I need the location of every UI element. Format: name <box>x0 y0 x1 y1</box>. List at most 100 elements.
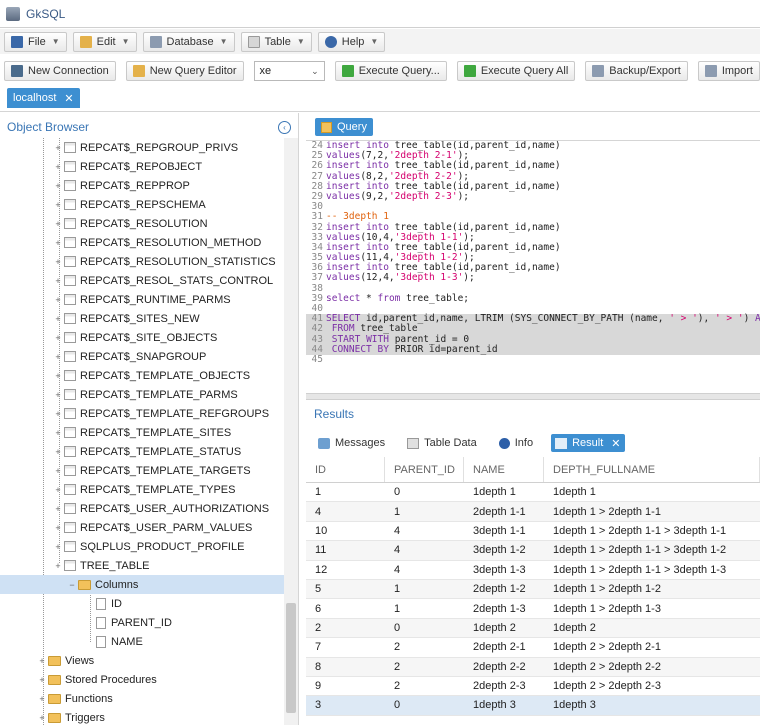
tree-item-folder[interactable]: +Triggers <box>0 708 284 725</box>
tree-item-table[interactable]: +REPCAT$_SITES_NEW <box>0 309 284 328</box>
tab-localhost[interactable]: localhost ✕ <box>7 88 80 108</box>
tree-item-table[interactable]: +REPCAT$_TEMPLATE_PARMS <box>0 385 284 404</box>
code-line[interactable]: 38 <box>306 283 760 294</box>
tree-item-columns-folder[interactable]: −Columns <box>0 575 284 594</box>
expand-icon[interactable]: + <box>55 465 61 476</box>
tree-item-table[interactable]: +REPCAT$_RUNTIME_PARMS <box>0 290 284 309</box>
expand-icon[interactable]: + <box>55 560 61 571</box>
expand-icon[interactable]: + <box>39 712 45 723</box>
tree-item-table[interactable]: +REPCAT$_USER_AUTHORIZATIONS <box>0 499 284 518</box>
expand-icon[interactable]: + <box>55 180 61 191</box>
column-header-name[interactable]: NAME <box>464 457 544 482</box>
tab-messages[interactable]: Messages <box>314 434 389 452</box>
expand-icon[interactable]: + <box>55 370 61 381</box>
expand-icon[interactable]: + <box>39 655 45 666</box>
collapse-icon[interactable]: − <box>69 579 75 590</box>
tree-item-column[interactable]: PARENT_ID <box>0 613 284 632</box>
code-line[interactable]: 44 CONNECT BY PRIOR id=parent_id <box>306 344 760 355</box>
tree-item-table[interactable]: +REPCAT$_TEMPLATE_TARGETS <box>0 461 284 480</box>
expand-icon[interactable]: + <box>39 693 45 704</box>
new-query-editor-button[interactable]: New Query Editor <box>125 61 244 81</box>
tree-item-table[interactable]: +REPCAT$_RESOL_STATS_CONTROL <box>0 271 284 290</box>
column-header-depth-fullname[interactable]: DEPTH_FULLNAME <box>544 457 760 482</box>
menu-file[interactable]: File▼ <box>4 31 67 52</box>
tree-item-column[interactable]: ID <box>0 594 284 613</box>
menu-database[interactable]: Database▼ <box>142 31 235 52</box>
tree-item-table[interactable]: +REPCAT$_RESOLUTION_STATISTICS <box>0 252 284 271</box>
expand-icon[interactable]: + <box>55 541 61 552</box>
tab-table-data[interactable]: Table Data <box>403 434 481 452</box>
column-header-id[interactable]: ID <box>306 457 385 482</box>
expand-icon[interactable]: + <box>55 503 61 514</box>
code-line[interactable]: 45 <box>306 354 760 365</box>
expand-icon[interactable]: + <box>55 294 61 305</box>
tree-item-table[interactable]: +REPCAT$_RESOLUTION_METHOD <box>0 233 284 252</box>
tab-result[interactable]: Result✕ <box>551 434 625 452</box>
code-line[interactable]: 30 <box>306 201 760 212</box>
expand-icon[interactable]: + <box>55 389 61 400</box>
tree-item-table[interactable]: +REPCAT$_REPOBJECT <box>0 157 284 176</box>
expand-icon[interactable]: + <box>55 351 61 362</box>
expand-icon[interactable]: + <box>55 484 61 495</box>
backup-export-button[interactable]: Backup/Export <box>585 61 688 81</box>
tree-item-folder[interactable]: +Functions <box>0 689 284 708</box>
menu-edit[interactable]: Edit▼ <box>72 31 137 52</box>
tree-item-table[interactable]: +REPCAT$_TEMPLATE_OBJECTS <box>0 366 284 385</box>
expand-icon[interactable]: + <box>55 218 61 229</box>
code-line[interactable]: 31-- 3depth 1 <box>306 212 760 222</box>
expand-icon[interactable]: + <box>55 275 61 286</box>
tree-item-table[interactable]: +REPCAT$_REPPROP <box>0 176 284 195</box>
expand-icon[interactable]: + <box>55 237 61 248</box>
expand-icon[interactable]: + <box>55 446 61 457</box>
tree-item-table[interactable]: +TREE_TABLE <box>0 556 284 575</box>
expand-icon[interactable]: + <box>55 256 61 267</box>
expand-icon[interactable]: + <box>55 199 61 210</box>
tab-query[interactable]: Query <box>315 118 373 136</box>
tree-item-table[interactable]: +REPCAT$_SNAPGROUP <box>0 347 284 366</box>
scrollbar-thumb[interactable] <box>286 603 296 713</box>
code-line[interactable]: 40 <box>306 303 760 314</box>
database-select[interactable]: xe⌄ <box>253 61 325 81</box>
tab-info[interactable]: Info <box>495 434 537 452</box>
import-button[interactable]: Import <box>697 61 760 81</box>
tree-item-table[interactable]: +REPCAT$_TEMPLATE_TYPES <box>0 480 284 499</box>
tree-item-table[interactable]: +REPCAT$_TEMPLATE_SITES <box>0 423 284 442</box>
tree-item-table[interactable]: +REPCAT$_USER_PARM_VALUES <box>0 518 284 537</box>
expand-icon[interactable]: + <box>55 161 61 172</box>
expand-icon[interactable]: + <box>55 408 61 419</box>
tree-item-table[interactable]: +REPCAT$_REPSCHEMA <box>0 195 284 214</box>
column-header-parent-id[interactable]: PARENT_ID <box>385 457 464 482</box>
close-icon[interactable]: ✕ <box>64 92 74 105</box>
new-connection-button[interactable]: New Connection <box>4 61 116 81</box>
tree-item-table[interactable]: +SQLPLUS_PRODUCT_PROFILE <box>0 537 284 556</box>
expand-icon[interactable]: + <box>55 332 61 343</box>
tree-item-table[interactable]: +REPCAT$_RESOLUTION <box>0 214 284 233</box>
expand-icon[interactable]: + <box>39 674 45 685</box>
tree-item-folder[interactable]: +Views <box>0 651 284 670</box>
tree-item-table[interactable]: +REPCAT$_SITE_OBJECTS <box>0 328 284 347</box>
execute-query-all-button[interactable]: Execute Query All <box>456 61 576 81</box>
code-line[interactable]: 42 FROM tree_table <box>306 324 760 335</box>
menu-help[interactable]: Help▼ <box>317 31 386 52</box>
expand-icon[interactable]: + <box>55 427 61 438</box>
